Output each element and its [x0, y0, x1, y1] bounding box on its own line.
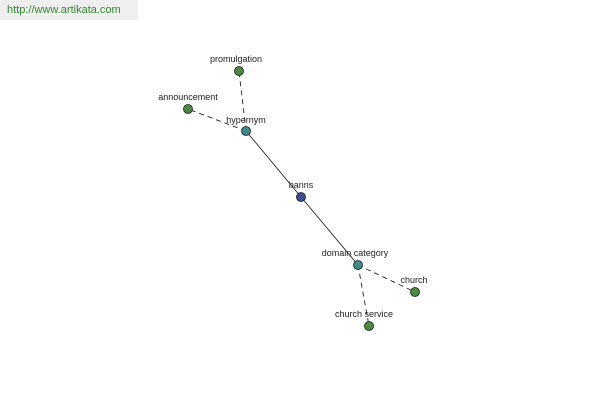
edge-domain_category-church_service: [357, 264, 370, 327]
source-url-link[interactable]: http://www.artikata.com: [7, 4, 121, 16]
node-label: promulgation: [210, 54, 262, 64]
edge-hypernym-announcement: [187, 108, 247, 132]
source-url-banner: http://www.artikata.com: [0, 0, 138, 20]
node-marker: [410, 287, 420, 297]
node-church-service[interactable]: church service: [335, 309, 393, 331]
node-banns[interactable]: banns: [289, 180, 314, 202]
edge-domain_category-church: [357, 264, 416, 293]
node-label: announcement: [158, 92, 218, 102]
edge-banns-domain_category: [300, 196, 359, 266]
node-promulgation[interactable]: promulgation: [210, 54, 262, 76]
node-label: church: [400, 275, 427, 285]
graph-nodes: banns hypernym domain category promulgation…: [158, 54, 428, 331]
edge-hypernym-promulgation: [238, 70, 247, 132]
node-marker: [234, 66, 244, 76]
edge-banns-hypernym: [245, 130, 302, 198]
node-marker: [364, 321, 374, 331]
node-marker: [241, 126, 251, 136]
node-label: domain category: [322, 248, 389, 258]
node-marker: [183, 104, 193, 114]
node-hypernym[interactable]: hypernym: [226, 115, 266, 136]
graph-edges: [187, 70, 416, 327]
node-church[interactable]: church: [400, 275, 428, 297]
node-label: hypernym: [226, 115, 266, 125]
node-announcement[interactable]: announcement: [158, 92, 218, 114]
node-marker: [296, 192, 306, 202]
node-marker: [353, 260, 363, 270]
node-domain-category[interactable]: domain category: [322, 248, 389, 270]
node-label: banns: [289, 180, 314, 190]
node-label: church service: [335, 309, 393, 319]
